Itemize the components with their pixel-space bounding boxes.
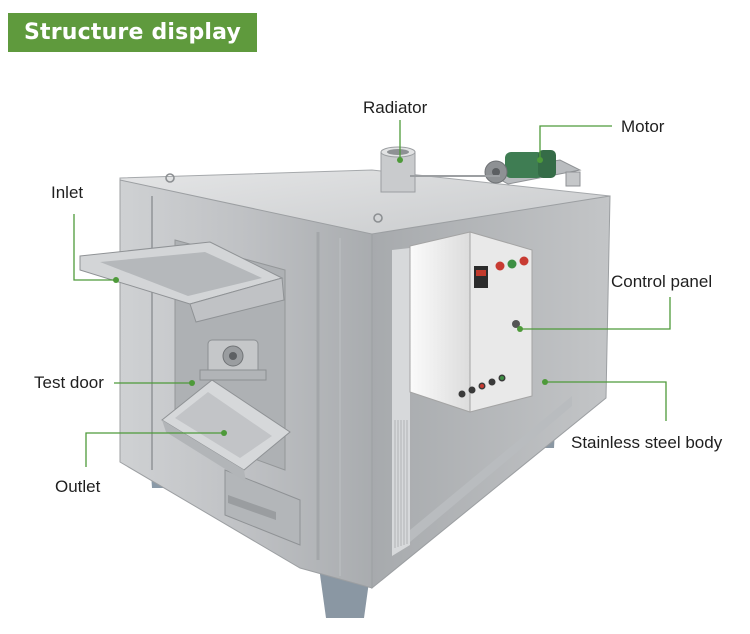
radiator-chimney bbox=[380, 146, 416, 193]
outlet-chute bbox=[161, 379, 291, 482]
label-motor: Motor bbox=[621, 117, 665, 136]
machine-body bbox=[119, 169, 611, 590]
bearing-mount bbox=[199, 339, 267, 381]
control-cabinet bbox=[409, 231, 533, 413]
label-stainless-body: Stainless steel body bbox=[571, 433, 723, 452]
label-test-door: Test door bbox=[34, 373, 104, 392]
leader-inlet bbox=[73, 214, 116, 281]
leader-dots bbox=[113, 157, 548, 436]
leader-lines bbox=[73, 120, 671, 467]
motor-unit bbox=[410, 150, 582, 187]
label-outlet: Outlet bbox=[55, 477, 101, 496]
label-radiator: Radiator bbox=[363, 98, 428, 117]
label-inlet: Inlet bbox=[51, 183, 84, 202]
inlet-hopper bbox=[79, 241, 285, 323]
leader-stainless-body bbox=[545, 381, 667, 421]
label-control-panel: Control panel bbox=[611, 272, 713, 291]
page-title: Structure display bbox=[8, 13, 257, 52]
leader-control-panel bbox=[520, 297, 671, 330]
leader-motor bbox=[539, 125, 612, 160]
leader-outlet bbox=[85, 432, 224, 467]
